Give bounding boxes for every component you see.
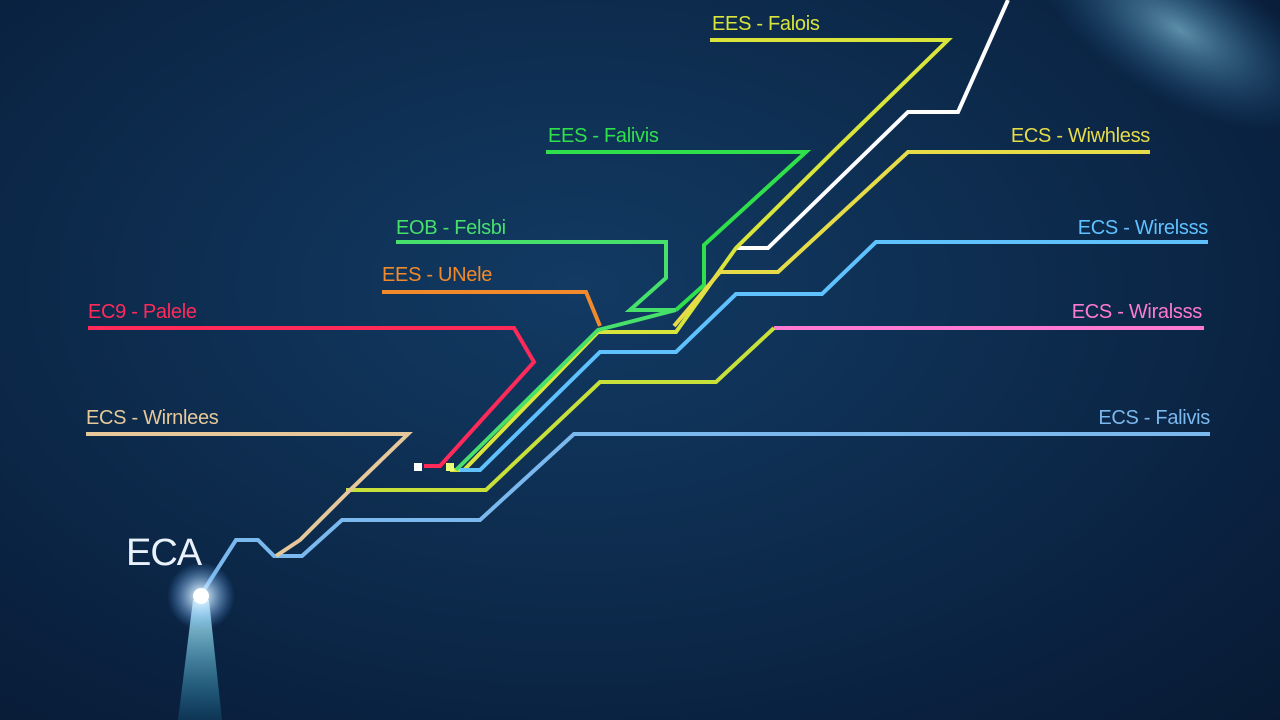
origin-label: ECA [126, 532, 202, 574]
terminal-dot [414, 463, 422, 471]
route-label: ECS - Wiwhless [1010, 125, 1150, 147]
route-label: EOB - Felsbi [396, 217, 506, 239]
green-route [546, 150, 812, 312]
red-route [88, 326, 537, 468]
route-label: EES - Falivis [548, 125, 659, 147]
terminal-dot [446, 463, 454, 471]
origin-beam [178, 600, 222, 720]
blue-route [460, 240, 1208, 472]
beige-route [86, 432, 413, 558]
route-label: ECS - Wiralsss [1071, 301, 1203, 323]
route-label: ECS - Wirnlees [86, 407, 219, 429]
yellow-top-route [450, 38, 953, 472]
corner-flare [1037, 0, 1280, 131]
lime-route [346, 326, 776, 492]
origin-node [193, 588, 209, 604]
green-left-route [396, 240, 677, 472]
yellow-right-route [672, 150, 1150, 328]
white-route [736, 0, 1010, 250]
orange-route [382, 290, 602, 327]
route-label: EES - Falois [712, 13, 820, 35]
route-label: EES - UNele [382, 264, 493, 286]
route-label: ECS - Wirelsss [1077, 217, 1209, 239]
lightblue-route [202, 432, 1210, 592]
route-label: ECS - Falivis [1098, 407, 1210, 429]
route-label: EC9 - Palele [88, 301, 197, 323]
